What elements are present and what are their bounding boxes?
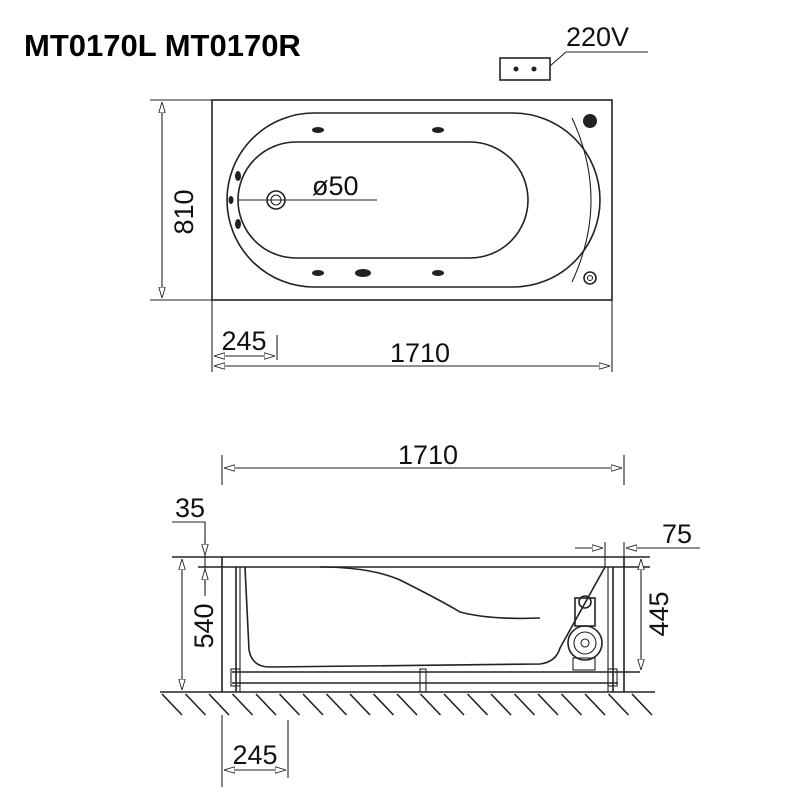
height-label: 540 — [189, 603, 219, 648]
power-label: 220V — [566, 22, 629, 52]
hatch-line — [419, 693, 442, 716]
jet-icons — [228, 127, 444, 277]
hatch-line — [631, 693, 653, 716]
side-view: 1710 540 — [160, 440, 700, 787]
pump-motor-icon — [567, 595, 603, 671]
hatch-line — [443, 693, 465, 716]
top-drain-offset-label: 245 — [221, 326, 266, 356]
end-label: 75 — [662, 519, 692, 549]
overflow-icon — [583, 114, 597, 128]
hatch-line — [607, 693, 630, 716]
hatch-line — [184, 693, 207, 716]
control-icon — [583, 271, 597, 285]
side-drain-offset-label: 245 — [232, 740, 277, 770]
top-view: ø50 810 245 1710 — [150, 99, 613, 372]
tub-outline-top — [211, 99, 613, 301]
hatch-line — [208, 693, 230, 716]
width-label: 810 — [169, 189, 199, 234]
hatch-line — [302, 693, 324, 716]
hatch-line — [255, 693, 277, 716]
hatch-line — [349, 693, 371, 716]
side-length-label: 1710 — [398, 440, 458, 470]
hatch-line — [490, 693, 512, 716]
hatch-line — [584, 693, 606, 716]
hatch-line — [560, 693, 583, 716]
hatch-line — [278, 693, 301, 716]
hatch-line — [325, 693, 348, 716]
backrest-curve — [319, 566, 541, 620]
inner-height-label: 445 — [644, 591, 674, 636]
tub-basin-profile — [244, 566, 606, 668]
hatch-line — [161, 693, 183, 716]
rim-label: 35 — [175, 493, 205, 523]
hatch-line — [466, 693, 489, 716]
hatch-line — [231, 693, 254, 716]
hatch-line — [372, 693, 395, 716]
hatch-line — [396, 693, 418, 716]
model-title: MT0170L MT0170R — [24, 28, 301, 63]
top-length-label: 1710 — [390, 338, 450, 368]
floor-hatch — [161, 693, 653, 716]
tub-rim-oval — [226, 112, 601, 288]
power-connector-icon — [499, 51, 648, 81]
hatch-line — [537, 693, 559, 716]
hatch-line — [513, 693, 536, 716]
drain-diameter-label: ø50 — [312, 171, 359, 201]
